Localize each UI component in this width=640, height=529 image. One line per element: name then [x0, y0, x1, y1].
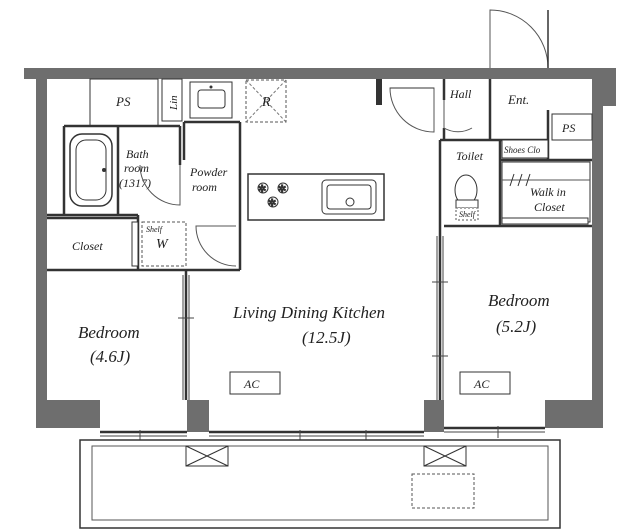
hall-label: Hall — [449, 87, 472, 101]
washer-pan — [141, 221, 187, 267]
outdoor-unit-right-icon — [423, 445, 467, 467]
stove-icon: ✲ ✲ ✲ — [257, 182, 289, 210]
sliding-doors — [178, 236, 448, 400]
room-labels: Living Dining Kitchen (12.5J) Bedroom (4… — [78, 291, 550, 366]
kitchen-sink-icon — [321, 179, 377, 215]
bathroom: Bath room (1317) — [69, 133, 181, 207]
powder-room: Powder room Shelf W — [141, 165, 237, 267]
closet-label: Closet — [72, 239, 103, 253]
closet-left: Closet — [72, 221, 139, 267]
outdoor-unit-left-icon — [185, 445, 229, 467]
walk-in-label-1: Walk in — [530, 185, 566, 199]
bath-label-2: room — [124, 161, 149, 175]
ac-right-label: AC — [473, 377, 490, 391]
evacuation-hatch — [411, 473, 475, 509]
windows — [100, 426, 545, 442]
washer-label: W — [156, 237, 169, 252]
svg-text:✲: ✲ — [278, 184, 286, 195]
walk-in-label-2: Closet — [534, 200, 565, 214]
ac-units: AC AC — [229, 371, 511, 395]
ps-top-label: PS — [115, 94, 131, 109]
walk-in-closet: Walk in Closet — [501, 161, 591, 225]
top-utility-area: PS Lin R — [89, 78, 382, 127]
bedroom-left-name: Bedroom — [78, 323, 140, 342]
shoes-closet-label: Shoes Clo — [504, 145, 541, 155]
svg-text:✲: ✲ — [268, 198, 276, 209]
bath-label-1: Bath — [126, 147, 149, 161]
refrigerator-space: R — [245, 79, 287, 123]
structural-walls — [24, 68, 616, 432]
bedroom-right-size: (5.2J) — [496, 317, 536, 336]
balcony — [79, 439, 561, 529]
ps-right-label: PS — [561, 121, 575, 135]
ldk-name: Living Dining Kitchen — [232, 303, 385, 322]
lin-label: Lin — [168, 95, 180, 111]
entrance-area: Hall Ent. Shoes Clo PS — [389, 9, 593, 159]
shelf-laundry-label: Shelf — [146, 225, 164, 234]
entrance-label: Ent. — [507, 92, 529, 107]
shelf-toilet-label: Shelf — [459, 210, 477, 219]
bathtub-icon — [69, 133, 113, 207]
refrigerator-label: R — [261, 95, 271, 110]
toilet-label: Toilet — [456, 149, 484, 163]
powder-label-2: room — [192, 180, 217, 194]
powder-label-1: Powder — [189, 165, 228, 179]
vanity-basin-icon — [197, 89, 226, 109]
bedroom-left-size: (4.6J) — [90, 347, 130, 366]
toilet-room: Toilet Shelf — [454, 149, 484, 221]
bedroom-right-name: Bedroom — [488, 291, 550, 310]
svg-text:✲: ✲ — [258, 184, 266, 195]
ac-left-label: AC — [243, 377, 260, 391]
ldk-size: (12.5J) — [302, 328, 351, 347]
kitchen-counter: ✲ ✲ ✲ — [247, 173, 385, 221]
bath-label-3: (1317) — [119, 176, 151, 190]
